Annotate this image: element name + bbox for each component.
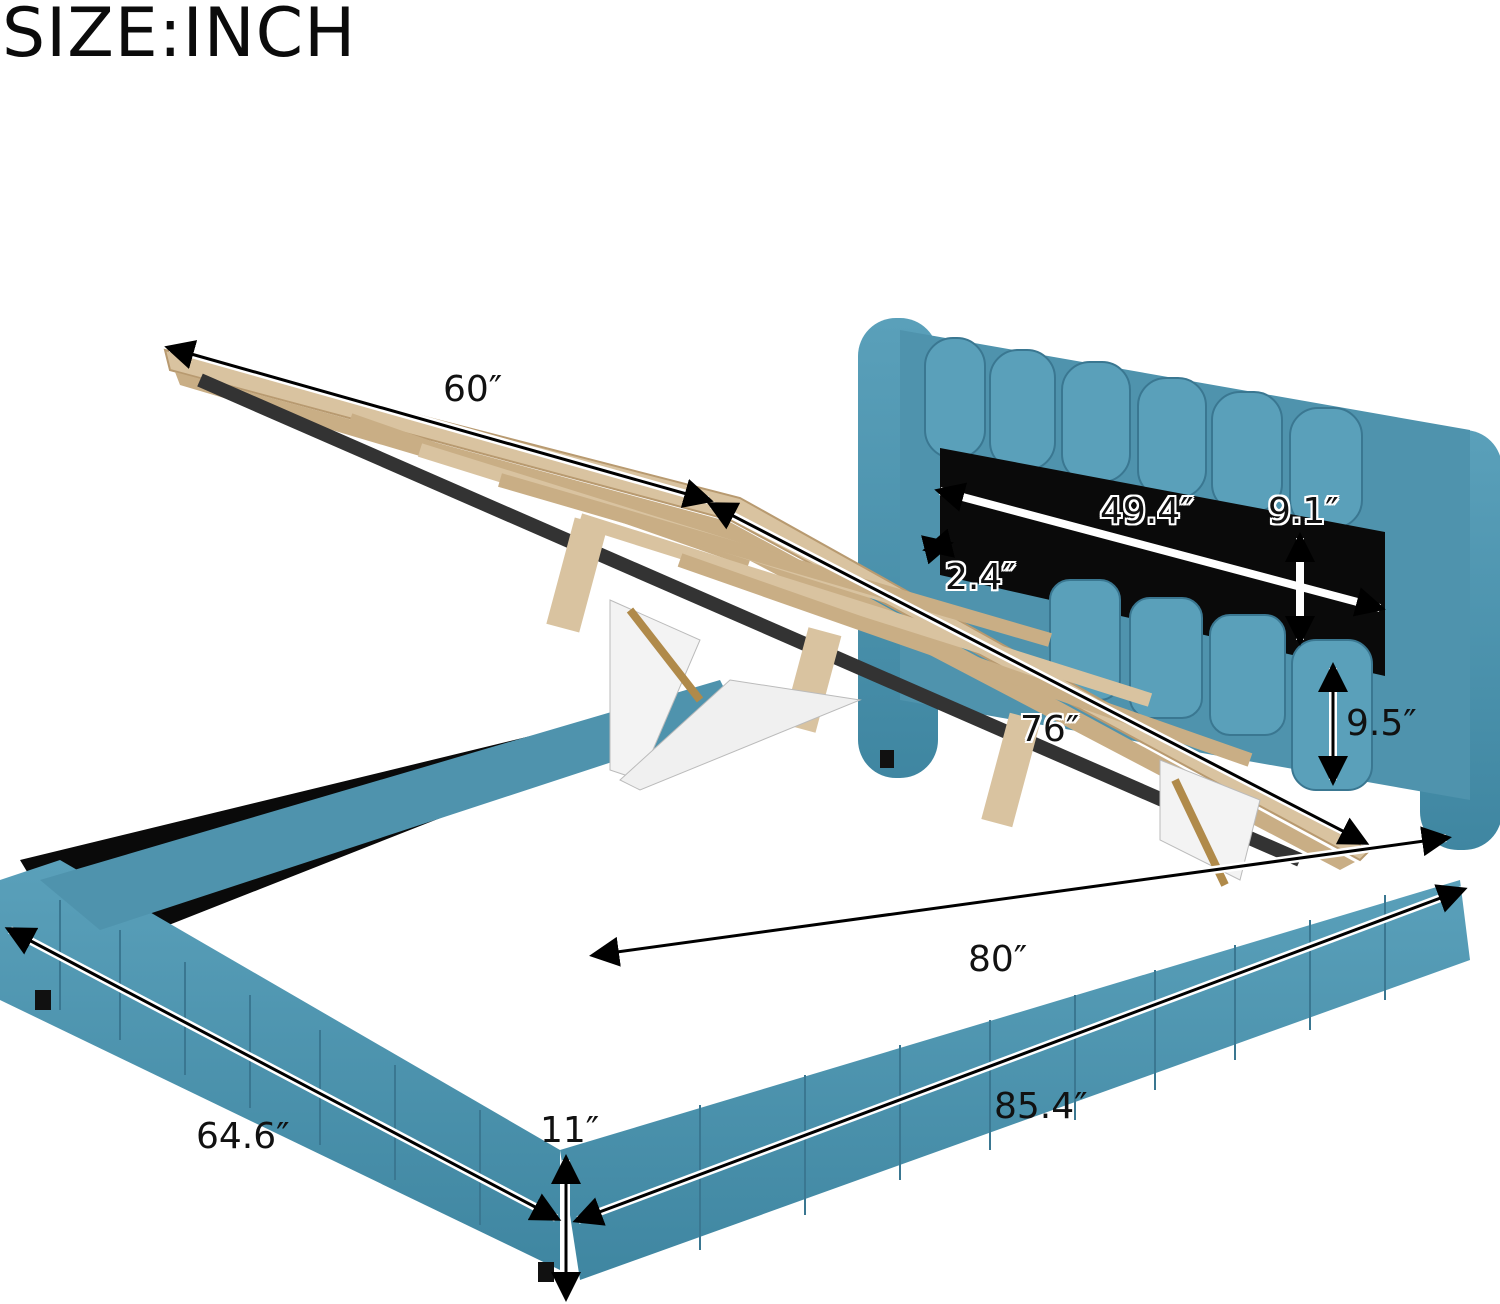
- label-inner-length: 80″: [968, 939, 1028, 980]
- label-slat-frame-width: 60″: [443, 369, 503, 410]
- label-headboard-side-gap: 2.4″: [945, 557, 1016, 598]
- label-overall-width: 64.6″: [196, 1116, 290, 1157]
- arrow-76: [706, 502, 1370, 845]
- label-headboard-lower-height: 9.5″: [1346, 703, 1417, 744]
- bed-base-frame: [0, 680, 1470, 1282]
- arrow-2-4: [921, 528, 955, 565]
- arrow-64-6: [4, 927, 562, 1221]
- page-title: SIZE:INCH: [2, 0, 357, 73]
- label-slat-frame-length: 76″: [1020, 709, 1080, 750]
- label-side-rail-height: 11″: [540, 1110, 600, 1151]
- label-headboard-panel-width: 49.4″: [1100, 491, 1194, 532]
- dimension-arrows: [4, 340, 1468, 1302]
- arrow-60: [164, 340, 714, 508]
- label-headboard-panel-height: 9.1″: [1268, 491, 1339, 532]
- label-overall-length: 85.4″: [994, 1086, 1088, 1127]
- arrow-85-4: [572, 884, 1468, 1226]
